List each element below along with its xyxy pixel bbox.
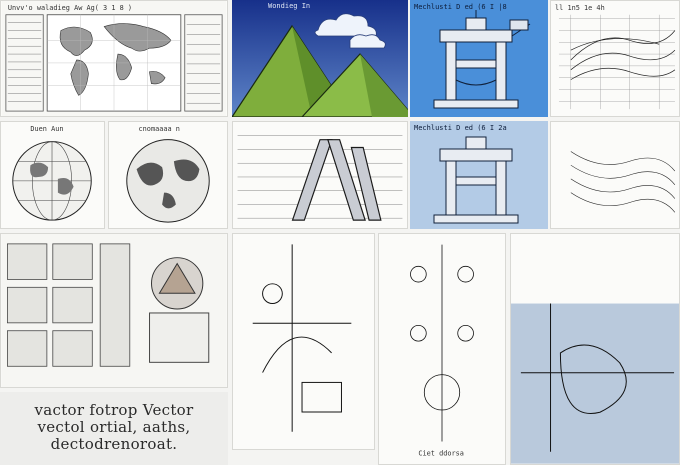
gearing-diagram-drawing: Ciet ddorsa (379, 234, 505, 464)
world-map-drawing: Unvv'o waladieg Aw Ag( 3 1 8 ) (1, 1, 227, 116)
machine-mid-tile: Mechlusti D ed (6 I 2a (410, 121, 548, 229)
globe-right-drawing: cnomaaaa n (109, 122, 227, 228)
truss-diagram-tile (232, 121, 408, 229)
graph-drawing: ll 1n5 1e 4h (551, 1, 679, 116)
graph-mid-drawing (551, 122, 679, 228)
mountain-drawing: Wondieg In (232, 0, 408, 117)
globe-left-tile: Duen Aun (0, 121, 105, 229)
truss-drawing (233, 122, 407, 228)
machine-mid-header: Mechlusti D ed (6 I 2a (414, 124, 507, 132)
globe-right-header: cnomaaaa n (139, 125, 180, 133)
graph-sheet-tile: ll 1n5 1e 4h (550, 0, 680, 117)
world-map-sheet-tile: Unvv'o waladieg Aw Ag( 3 1 8 ) (0, 0, 228, 117)
globe-right-tile: cnomaaaa n (108, 121, 228, 229)
caption-line-1: vactor fotrop Vector (34, 401, 194, 419)
caption-line-3: dectodrenoroat. (50, 435, 178, 453)
mechanism-sketch-drawing (233, 234, 374, 449)
machine-illustration-tile: Mechlusti D ed (6 I |8 (410, 0, 548, 117)
gearing-diagram-tile: Ciet ddorsa (378, 233, 506, 465)
curve-plot-tile (510, 233, 680, 465)
parts-sheet-drawing (1, 234, 227, 387)
globe-left-header: Duen Aun (30, 125, 63, 133)
mountain-header: Wondieg In (268, 2, 310, 10)
globe-left-drawing: Duen Aun (1, 122, 104, 228)
diagram-footer: Ciet ddorsa (418, 449, 464, 457)
parts-sheet-tile (0, 233, 228, 388)
machine-drawing: Mechlusti D ed (6 I |8 (410, 0, 548, 117)
mountain-illustration-tile: Wondieg In (232, 0, 408, 117)
caption-block: vactor fotrop Vector vectol ortial, aath… (0, 392, 228, 465)
machine-header: Mechlusti D ed (6 I |8 (414, 3, 507, 11)
mechanism-sketch-tile (232, 233, 375, 450)
caption-line-2: vectol ortial, aaths, (37, 418, 191, 436)
graph-mid-tile (550, 121, 680, 229)
map-sheet-header: Unvv'o waladieg Aw Ag( 3 1 8 ) (8, 4, 132, 12)
graph-header: ll 1n5 1e 4h (555, 4, 605, 12)
machine-mid-drawing: Mechlusti D ed (6 I 2a (410, 121, 548, 229)
curve-plot-drawing (511, 234, 679, 464)
